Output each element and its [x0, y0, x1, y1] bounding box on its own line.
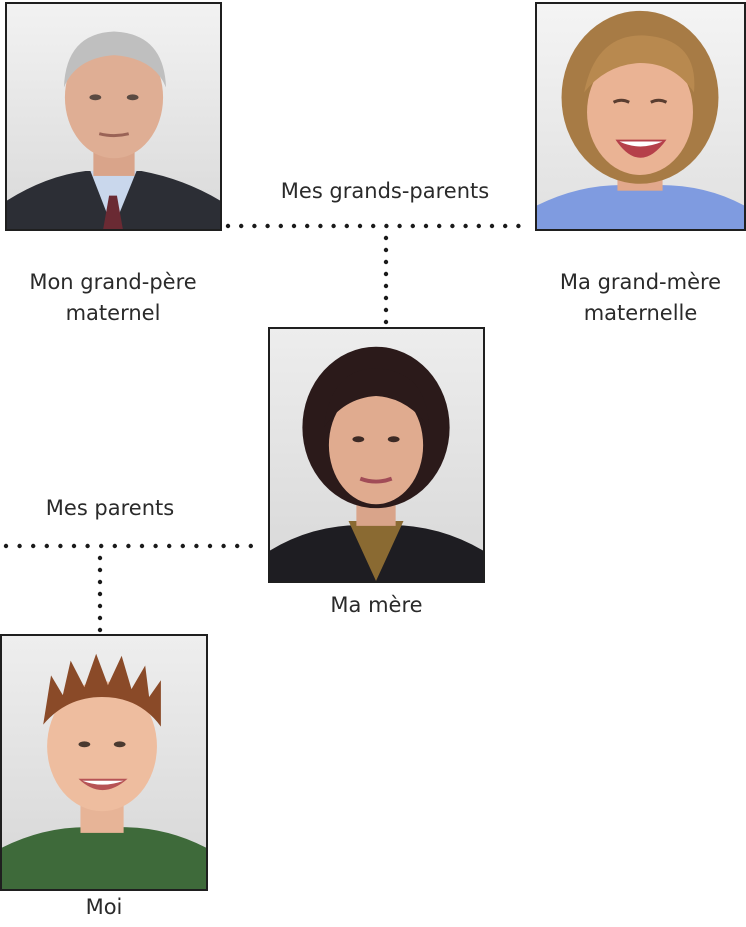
- connector-dot: [318, 223, 323, 229]
- connector-dot: [397, 223, 402, 229]
- grandfather-photo: [5, 2, 222, 231]
- connector-dot: [225, 223, 231, 229]
- connector-dot: [85, 543, 90, 549]
- parents-label-text: Mes parents: [45, 496, 175, 520]
- connector-dot: [383, 235, 389, 241]
- connector-dot: [99, 543, 104, 549]
- connector-dot: [97, 567, 103, 573]
- connector-dot: [383, 259, 389, 265]
- connector-dot: [291, 223, 297, 229]
- connector-dot: [139, 543, 145, 549]
- connector-dot: [305, 223, 310, 229]
- connector-dot: [423, 223, 429, 229]
- grandfather-label: Mon grand-père maternel: [0, 267, 226, 329]
- connector-dot: [476, 223, 481, 229]
- grandparents-label-text: Mes grands-parents: [280, 179, 490, 203]
- connector-dot: [207, 543, 213, 549]
- connector-dot: [97, 627, 103, 633]
- grandmother-photo: [535, 2, 746, 231]
- connector-dot: [97, 603, 103, 609]
- me-label-text: Moi: [85, 895, 123, 919]
- parents-connector-horizontal: [3, 543, 253, 549]
- connector-dot: [331, 223, 336, 229]
- grandfather-label-line1: Mon grand-père: [29, 270, 197, 294]
- connector-dot: [97, 615, 103, 621]
- grandfather-label-line2: maternel: [65, 301, 161, 325]
- connector-dot: [44, 543, 49, 549]
- me-photo: [0, 634, 208, 891]
- connector-dot: [126, 543, 131, 549]
- connector-dot: [97, 579, 103, 585]
- parents-connector-vertical: [97, 555, 103, 633]
- connector-dot: [278, 223, 283, 229]
- connector-dot: [463, 223, 468, 229]
- connector-dot: [437, 223, 442, 229]
- connector-dot: [235, 543, 240, 549]
- mother-label: Ma mère: [268, 590, 485, 621]
- grandparents-connector-horizontal: [225, 223, 521, 229]
- connector-dot: [153, 543, 158, 549]
- connector-dot: [58, 543, 63, 549]
- connector-dot: [239, 223, 244, 229]
- connector-dot: [383, 295, 389, 301]
- connector-dot: [383, 283, 389, 289]
- connector-dot: [383, 271, 389, 277]
- connector-dot: [410, 223, 415, 229]
- connector-dot: [31, 543, 36, 549]
- connector-dot: [97, 591, 103, 597]
- connector-dot: [371, 223, 376, 229]
- connector-dot: [503, 223, 508, 229]
- grandmother-label: Ma grand-mère maternelle: [535, 267, 746, 329]
- connector-dot: [180, 543, 185, 549]
- connector-dot: [383, 247, 389, 253]
- connector-dot: [97, 555, 103, 561]
- grandmother-label-line1: Ma grand-mère: [559, 270, 722, 294]
- connector-dot: [17, 543, 22, 549]
- mother-label-text: Ma mère: [330, 593, 423, 617]
- connector-dot: [383, 319, 389, 325]
- connector-dot: [489, 223, 495, 229]
- connector-dot: [194, 543, 199, 549]
- connector-dot: [112, 543, 118, 549]
- grandmother-label-line2: maternelle: [583, 301, 698, 325]
- connector-dot: [516, 223, 521, 229]
- connector-dot: [248, 543, 253, 549]
- connector-dot: [383, 307, 389, 313]
- grandparents-label: Mes grands-parents: [250, 176, 520, 207]
- connector-dot: [357, 223, 363, 229]
- connector-dot: [450, 223, 455, 229]
- connector-dot: [384, 223, 389, 229]
- connector-dot: [265, 223, 270, 229]
- mother-photo: [268, 327, 485, 583]
- connector-dot: [71, 543, 77, 549]
- parents-label: Mes parents: [30, 493, 190, 524]
- me-label: Moi: [0, 892, 208, 923]
- connector-dot: [167, 543, 172, 549]
- connector-dot: [221, 543, 226, 549]
- connector-dot: [3, 543, 9, 549]
- grandparents-connector-vertical: [383, 235, 389, 325]
- connector-dot: [252, 223, 257, 229]
- connector-dot: [344, 223, 349, 229]
